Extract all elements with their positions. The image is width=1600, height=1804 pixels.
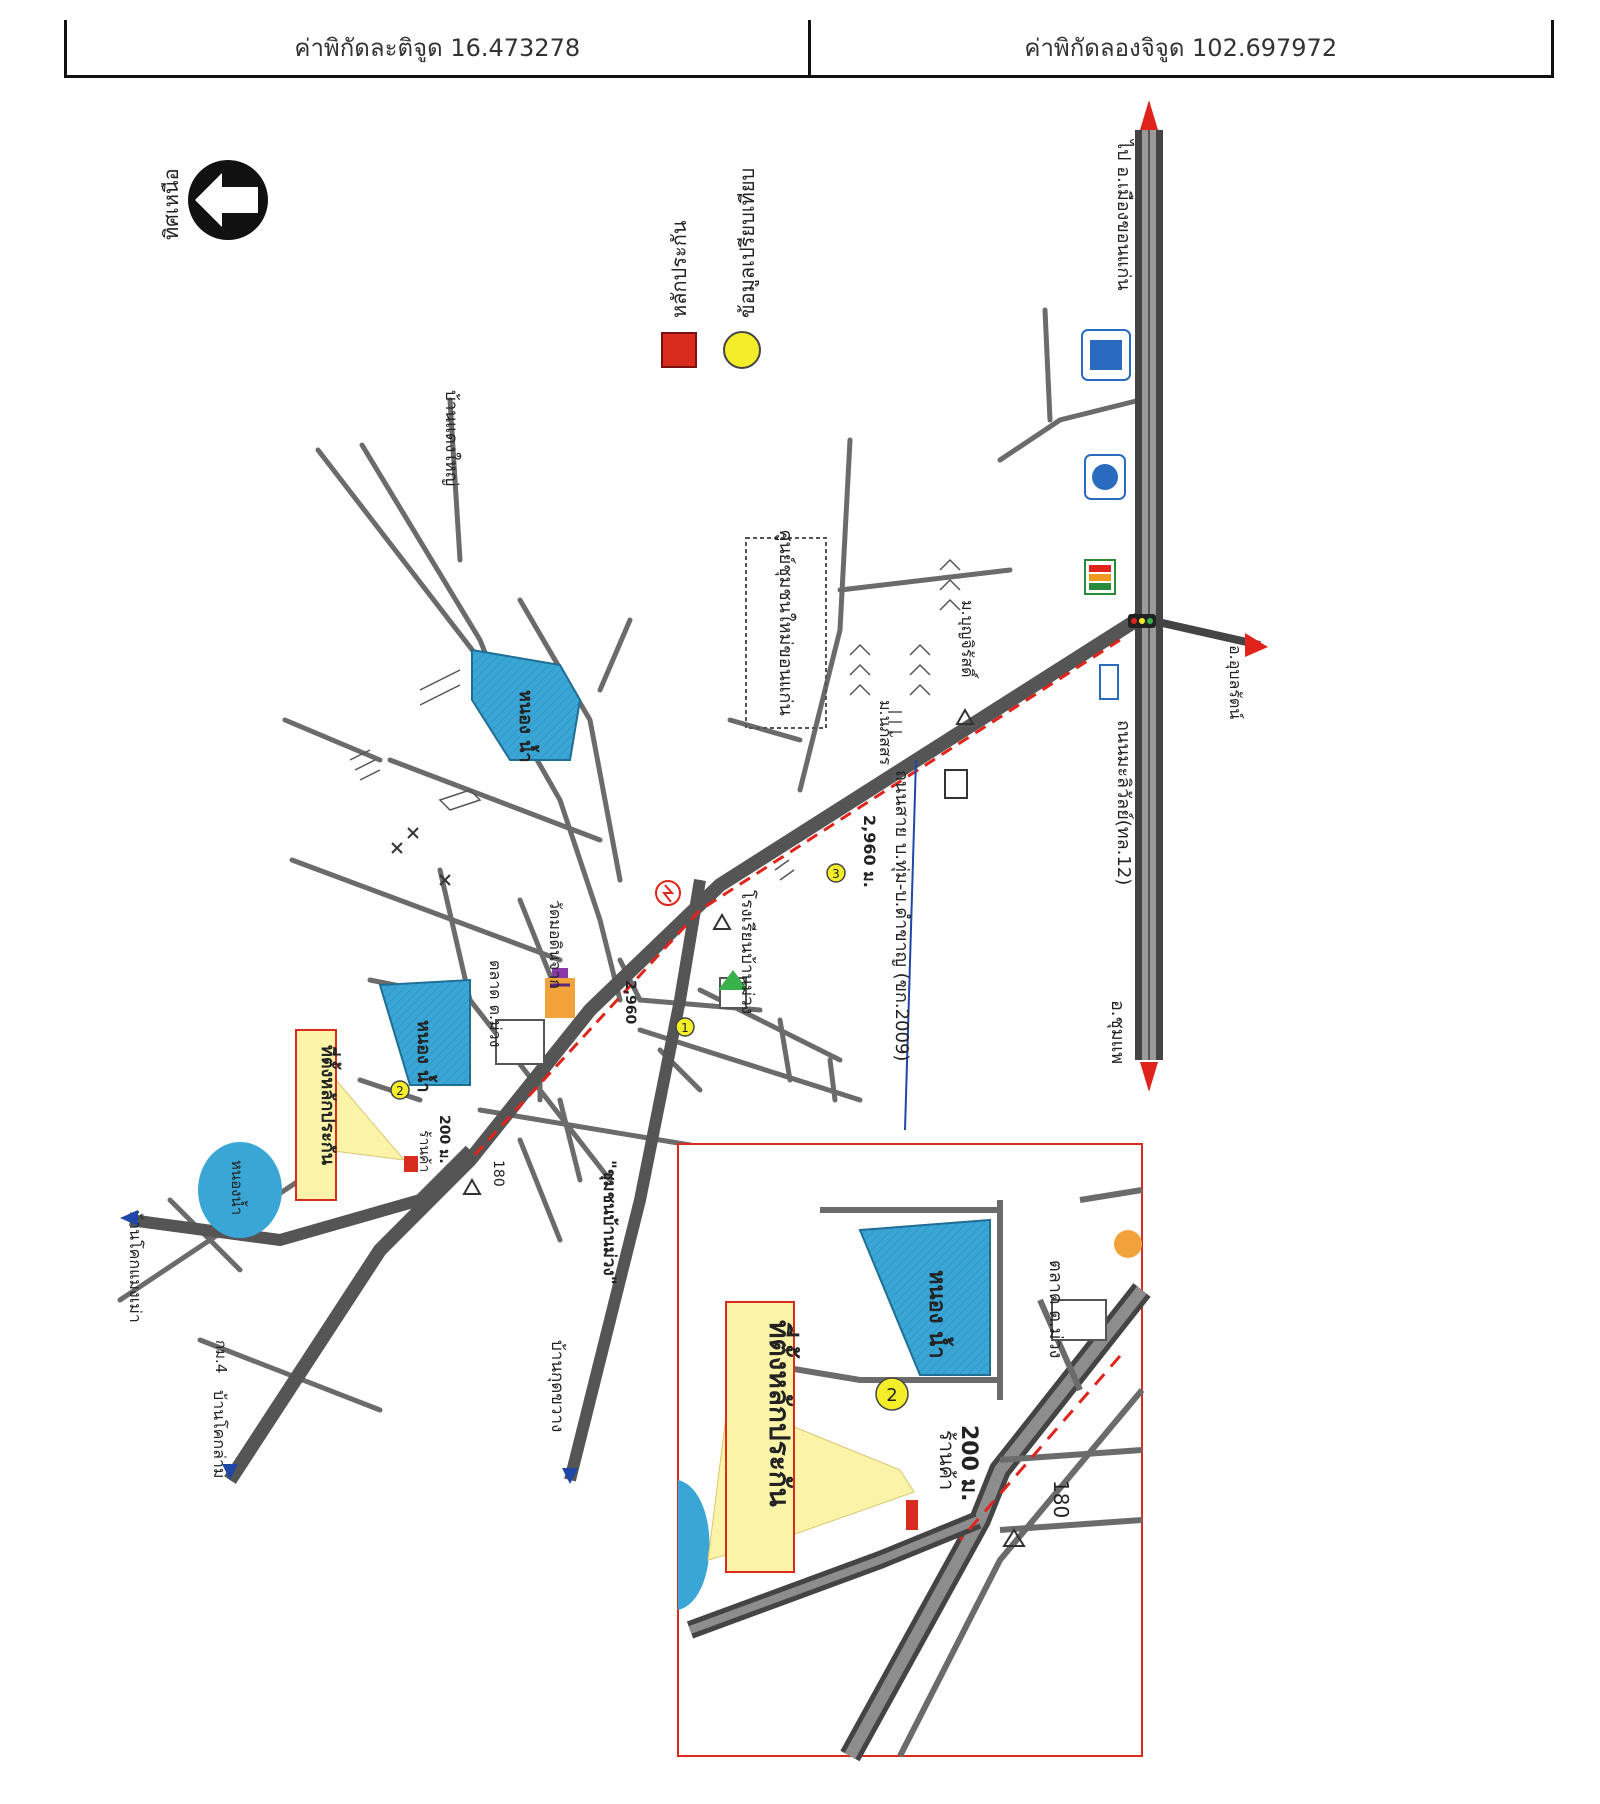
distance-short-label: 2,960 [622,980,638,1025]
village-label-2: ม.นภัสสร [876,700,895,766]
comparable-3: 3 [826,863,846,883]
inset-callout-label: ที่ตั้งหลักประกัน [763,1320,801,1507]
shop-label: ร้านค้า [416,1130,432,1172]
coordinates-header: ค่าพิกัดละติจูด 16.473278 ค่าพิกัดลองจิจ… [64,20,1554,78]
distance-main-label: 2,960 ม. [860,815,879,888]
route-line [468,638,1121,1162]
shop-icon [1099,664,1119,700]
ban-kham-mak-label: บ้านโคกแมงเม่า [126,1210,145,1323]
direction-arrow [222,1464,238,1480]
market-building [495,1019,545,1065]
inset-triangle-marker [1002,1528,1026,1547]
bus-icon [944,769,968,799]
electricity-icon [655,880,681,906]
compass: ทิศเหนือ [159,160,268,240]
pond-small [198,1142,282,1238]
inset-detail-map: หนอง น้ำ ตลาด ต.ม่วง ที่ตั้งหลักประกัน 2… [677,1143,1151,1762]
temple-icon [545,968,575,1018]
inset-pond-label: หนอง น้ำ [924,1270,954,1359]
market-label: ตลาด ต.ม่วง [486,960,505,1047]
to-khon-kaen-label: ไป อ.เมืองขอนแก่น [1113,138,1135,291]
inset-collateral-callout [725,1301,795,1573]
direction-arrow [120,1210,138,1226]
new-town-center-label: ศูนย์ชุมชนใหม่ขอนแก่น [775,530,797,716]
collateral-callout-label: ที่ตั้งหลักประกัน [317,1045,342,1166]
community-label: "ชุมชนบ้านม่วง" [599,1160,619,1285]
comparable-1: 1 [675,1017,695,1037]
to-ubolratana-label: อ.อุบลรัตน์ [1225,645,1245,719]
pond-middle-label: หนอง น้ำ [413,1020,438,1092]
housing-cluster [349,558,961,881]
ban-kut-khwang-label: บ้านกุดขวาง [547,1340,567,1432]
svg-text:3: 3 [832,867,840,881]
ban-khok-label: บ้านโคกล่าม [210,1390,229,1478]
triangle-marker [712,912,732,930]
triangle-marker [955,707,975,725]
collateral-legend-symbol [661,332,697,368]
gas-station-icon [1081,329,1131,381]
village-label: ม.บุญจิรัสดิ์ [957,600,979,679]
ban-daeng-yai-label: บ้านแดงใหญ่ [441,390,462,486]
comparable-legend-symbol [723,331,761,369]
rail-markers [391,827,451,886]
longitude-cell: ค่าพิกัดลองจิจูด 102.697972 [807,20,1552,75]
inset-route-line [958,1355,1122,1541]
road-name-label: ถนนสาย บ.ทุ่ม-บ.ดำขาญ (ขก.2009) [891,770,912,1061]
compass-label: ทิศเหนือ [159,168,183,240]
pond-small-label: หนองน้ำ [228,1160,248,1215]
distance-200-label: 200 ม. [436,1115,452,1164]
school-icon [718,970,748,1009]
seven-eleven-icon [1084,559,1116,595]
inset-marker-180-label: 180 [1049,1480,1073,1518]
to-chum-phae-label: อ.ชุมแพ [1107,1000,1128,1064]
marker-180-label: 180 [490,1160,506,1187]
direction-arrow [562,1468,578,1484]
collateral-callout [295,1029,337,1201]
school-label: โรงเรียนบ้านม่วง [737,890,758,1014]
km-label: กม.4 [212,1340,230,1373]
inset-pond [858,1218,991,1376]
inset-small-pond [678,1480,710,1610]
new-town-center-area [745,537,827,729]
inset-market-building [1051,1299,1107,1341]
highway-label: ถนนมะลิวัลย์(ทล.12) [1113,720,1134,885]
inset-comparable-2 [875,1377,909,1411]
legend-collateral-label: หลักประกัน [667,220,691,318]
inset-distance-label: 200 ม. [956,1425,981,1501]
svg-text:1: 1 [681,1021,689,1035]
svg-text:2: 2 [396,1084,404,1098]
bank-icon [1084,454,1126,500]
triangle-marker [462,1177,482,1195]
pond-large [471,648,582,761]
svg-text:2: 2 [886,1385,897,1406]
legend: หลักประกัน ข้อมูลเปรียบเทียบ [661,168,761,369]
inset-shop-label: ร้านค้า [935,1430,959,1490]
collateral-marker [404,1156,418,1172]
minor-roads [117,307,1143,1413]
temple-label: วัดมอดินจาก [546,900,565,989]
inset-collateral-marker [906,1500,918,1530]
comparable-2: 2 [390,1080,410,1100]
highway [1128,100,1268,1092]
pond-middle [378,978,471,1086]
legend-comparable-label: ข้อมูลเปรียบเทียบ [735,168,760,318]
inset-market-label: ตลาด ต.ม่วง [1045,1260,1066,1358]
road-name-pointer [904,759,917,1131]
inset-temple-icon [1114,1230,1142,1258]
pond-large-label: หนอง น้ำ [515,690,540,762]
latitude-cell: ค่าพิกัดละติจูด 16.473278 [294,34,581,62]
